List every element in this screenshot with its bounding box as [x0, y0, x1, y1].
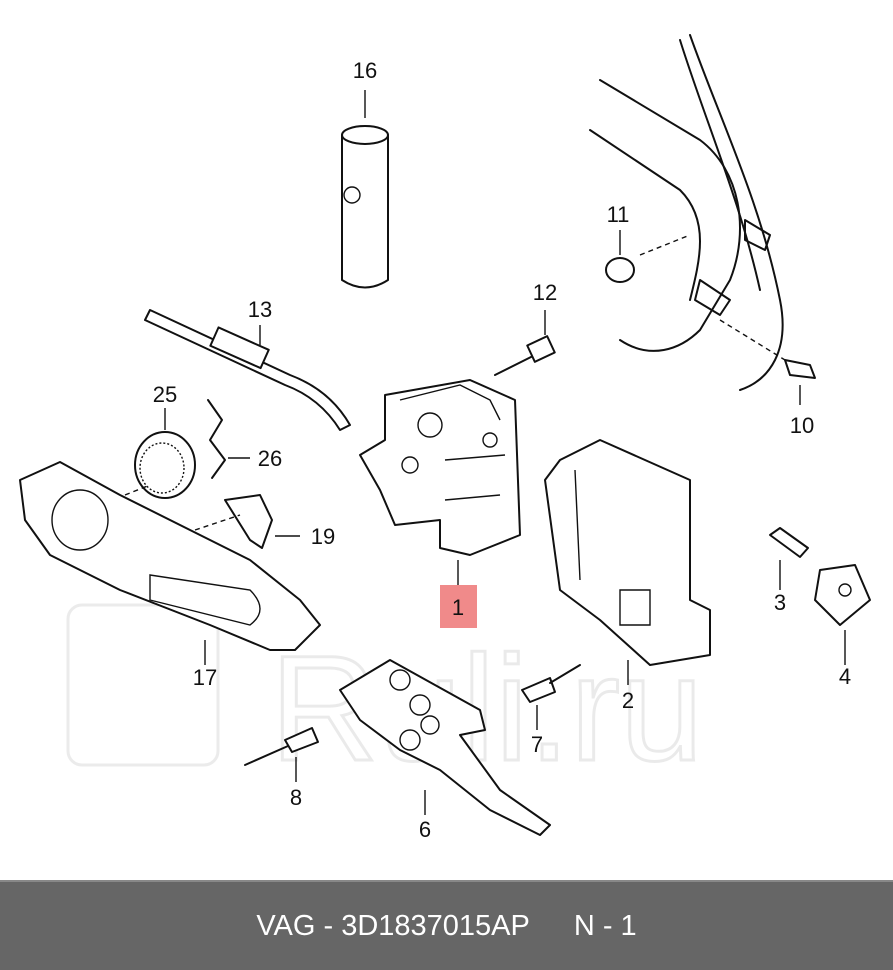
part-17-handle-housing	[19, 461, 321, 665]
callout-7[interactable]: 7	[531, 732, 543, 757]
part-10-screw	[719, 319, 816, 405]
part-3-bolt	[769, 527, 809, 590]
watermark-logo: Ruli.ru	[66, 603, 705, 794]
callout-16[interactable]: 16	[353, 58, 377, 83]
callout-10[interactable]: 10	[790, 413, 814, 438]
callout-13[interactable]: 13	[248, 297, 272, 322]
part-11-plug	[605, 230, 691, 283]
callout-2[interactable]: 2	[622, 688, 634, 713]
callout-25[interactable]: 25	[153, 382, 177, 407]
svg-text:Ruli.ru: Ruli.ru	[270, 624, 703, 792]
callout-11[interactable]: 11	[607, 202, 630, 227]
callout-19[interactable]: 19	[311, 524, 335, 549]
part-number-footer: VAG - 3D1837015AP N - 1	[0, 880, 893, 970]
part-number: 3D1837015AP	[341, 909, 530, 942]
callout-1[interactable]: 1	[452, 595, 464, 620]
part-19-clip	[224, 494, 300, 549]
part-12-connector	[494, 310, 556, 376]
part-1-highlight	[440, 585, 477, 628]
parts-diagram: Ruli.ru	[19, 34, 871, 842]
callout-3[interactable]: 3	[774, 590, 786, 615]
callout-6[interactable]: 6	[419, 817, 431, 842]
part-8-rivet	[244, 727, 319, 782]
brand-label: VAG	[256, 909, 316, 942]
part-4-striker	[814, 564, 871, 665]
part-6-bracket	[339, 659, 551, 836]
part-2-cover	[544, 439, 711, 685]
part-1-door-lock	[359, 379, 521, 585]
part-7-rivet	[521, 664, 581, 730]
callout-17[interactable]: 17	[193, 665, 217, 690]
callout-4[interactable]: 4	[839, 664, 851, 689]
door-frame	[589, 34, 784, 391]
part-16-spray-can	[341, 90, 389, 289]
part-13-rod	[144, 309, 351, 431]
position-label: N - 1	[573, 909, 637, 942]
part-26-spring	[207, 399, 250, 479]
callout-26[interactable]: 26	[258, 446, 282, 471]
separator: -	[315, 909, 342, 942]
part-25-grille	[134, 408, 196, 499]
callout-12[interactable]: 12	[533, 280, 557, 305]
callout-8[interactable]: 8	[290, 785, 302, 810]
